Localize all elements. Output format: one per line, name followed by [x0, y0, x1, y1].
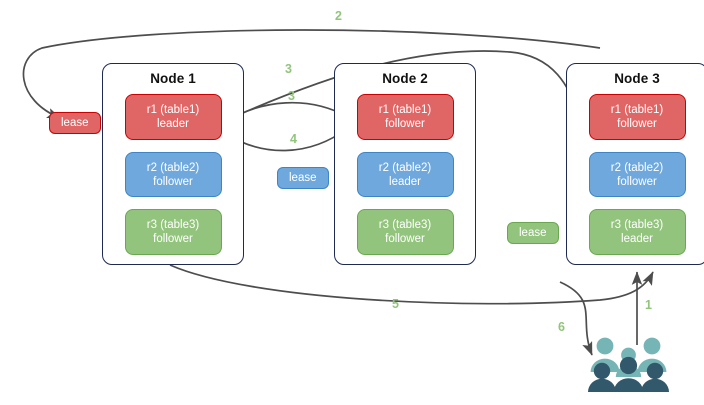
edge-label-1: 1: [645, 298, 652, 312]
replica-r3[interactable]: r3 (table3) follower: [356, 209, 454, 256]
replica-r1[interactable]: r1 (table1) follower: [588, 94, 686, 140]
replica-name: r2 (table2): [146, 161, 200, 174]
replica-name: r3 (table3): [146, 219, 200, 232]
replica-role: follower: [153, 175, 193, 188]
node-card-2[interactable]: Node 2 r1 (table1) follower r2 (table2) …: [334, 63, 476, 265]
replica-r2[interactable]: r2 (table2) follower: [124, 151, 222, 198]
edge-label-3b: 3: [288, 89, 295, 103]
node-card-1[interactable]: Node 1 r1 (table1) leader r2 (table2) fo…: [102, 63, 244, 265]
replica-list: r1 (table1) leader r2 (table2) follower …: [103, 94, 243, 256]
edge-label-4: 4: [290, 132, 297, 146]
replica-role: follower: [617, 117, 657, 130]
edge-label-2: 2: [335, 9, 342, 23]
replica-name: r3 (table3): [378, 219, 432, 232]
lease-badge-green[interactable]: lease: [507, 222, 559, 244]
lease-badge-blue[interactable]: lease: [277, 167, 329, 189]
lease-badge-red[interactable]: lease: [49, 112, 101, 134]
replica-name: r2 (table2): [610, 161, 664, 174]
replica-name: r3 (table3): [610, 219, 664, 232]
replica-r1[interactable]: r1 (table1) leader: [124, 94, 222, 140]
node-title: Node 3: [614, 71, 660, 86]
replica-role: follower: [153, 233, 193, 246]
replica-r2[interactable]: r2 (table2) leader: [356, 151, 454, 198]
replica-list: r1 (table1) follower r2 (table2) followe…: [567, 94, 704, 256]
node-title: Node 1: [150, 71, 196, 86]
users-icon: [588, 337, 669, 392]
replica-name: r2 (table2): [378, 161, 432, 174]
replica-r1[interactable]: r1 (table1) follower: [356, 94, 454, 140]
edge-label-5: 5: [392, 297, 399, 311]
replica-role: follower: [617, 175, 657, 188]
replica-name: r1 (table1): [610, 103, 664, 116]
edge-label-3a: 3: [285, 62, 292, 76]
replica-list: r1 (table1) follower r2 (table2) leader …: [335, 94, 475, 256]
replica-role: leader: [157, 117, 189, 130]
replica-role: leader: [621, 233, 653, 246]
replica-r3[interactable]: r3 (table3) follower: [124, 209, 222, 256]
edge-label-6: 6: [558, 320, 565, 334]
replica-name: r1 (table1): [378, 103, 432, 116]
replica-role: leader: [389, 175, 421, 188]
replica-role: follower: [385, 117, 425, 130]
replica-r2[interactable]: r2 (table2) follower: [588, 151, 686, 198]
node-title: Node 2: [382, 71, 428, 86]
replica-r3[interactable]: r3 (table3) leader: [588, 209, 686, 256]
node-card-3[interactable]: Node 3 r1 (table1) follower r2 (table2) …: [566, 63, 704, 265]
replica-name: r1 (table1): [146, 103, 200, 116]
replica-role: follower: [385, 233, 425, 246]
